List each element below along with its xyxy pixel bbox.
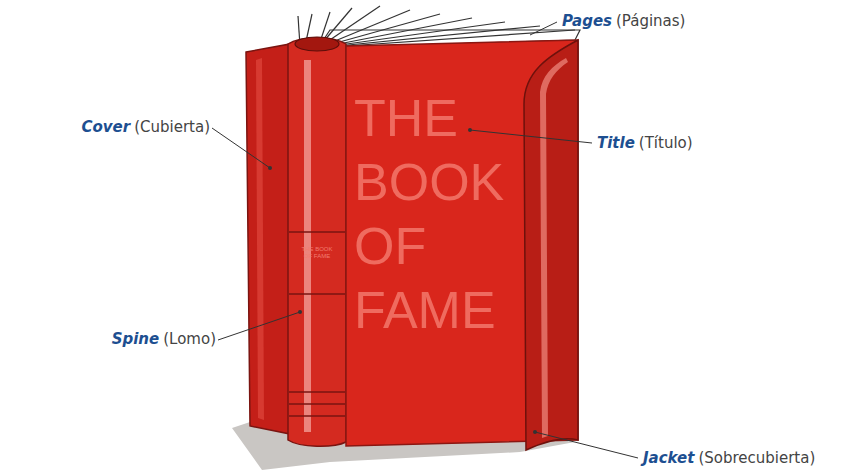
part-name: Title [597, 134, 635, 152]
part-translation: (Páginas) [616, 12, 685, 30]
part-name: Cover [81, 118, 130, 136]
book-title: OF [354, 216, 426, 276]
part-name: Spine [112, 330, 160, 348]
flap-highlight [540, 58, 568, 438]
part-translation: (Sobrecubierta) [698, 449, 815, 467]
book-title: BOOK [354, 152, 504, 212]
book-title: FAME [354, 280, 496, 340]
spine-top [295, 37, 339, 51]
book-title: THE [354, 88, 458, 148]
jacket-flap [524, 40, 578, 450]
part-translation: (Cubierta) [134, 118, 210, 136]
cover-panel [246, 44, 290, 434]
spine-title: THE BOOK OF FAME [300, 246, 334, 260]
spine [288, 38, 346, 446]
cover-highlight [256, 58, 264, 420]
part-name: Pages [562, 12, 612, 30]
part-translation: (Título) [639, 134, 693, 152]
jacket-front [346, 40, 578, 446]
leader-lines [212, 22, 638, 458]
part-name: Jacket [643, 449, 694, 467]
part-translation: (Lomo) [163, 330, 216, 348]
spine-bands [289, 232, 345, 416]
leader-dots [268, 128, 537, 434]
